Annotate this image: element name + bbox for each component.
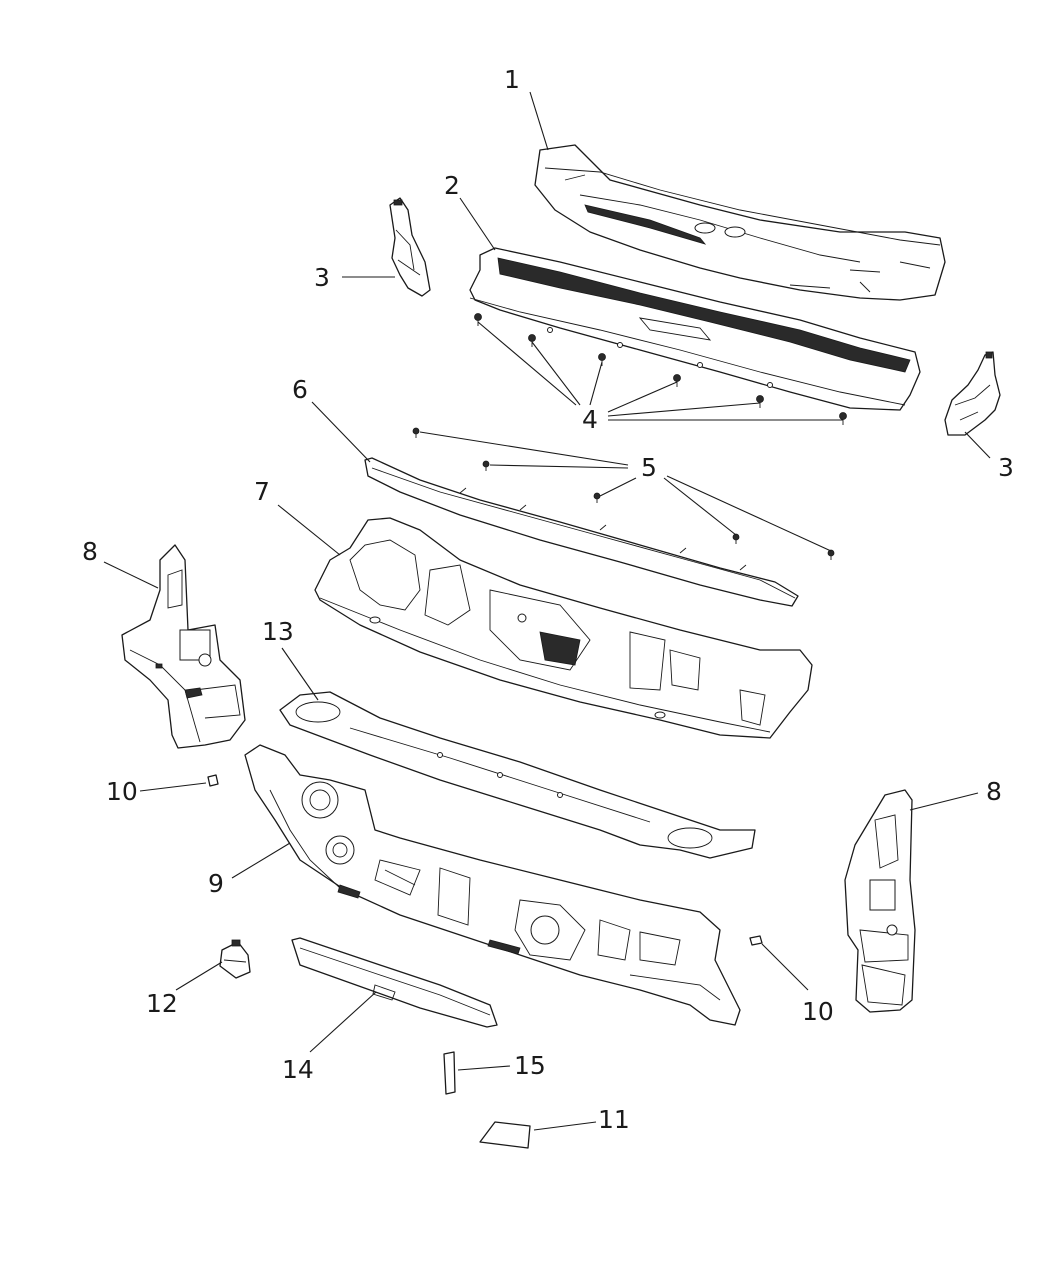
callout-13: 13 [262, 617, 294, 646]
leader-14 [309, 991, 377, 1053]
leader-15 [457, 1065, 511, 1071]
clip-4-e [756, 395, 764, 408]
callout-6: 6 [292, 375, 308, 404]
callout-9: 9 [208, 869, 224, 898]
screw-5-d [732, 533, 740, 544]
leader-10a [139, 782, 207, 792]
leader-4d [607, 381, 678, 413]
screw-5-e [827, 549, 835, 560]
leader-3b [964, 431, 991, 459]
part-14-lower-bracket[interactable] [291, 937, 498, 1028]
leader-9 [231, 842, 291, 879]
part-6-seal-strip[interactable] [364, 457, 799, 607]
leader-4c [589, 361, 603, 406]
leader-11 [533, 1121, 597, 1131]
leader-4a [477, 321, 577, 406]
screw-5-b [482, 460, 490, 471]
callout-5: 5 [641, 453, 657, 482]
leader-5e [666, 475, 832, 552]
callout-1: 1 [504, 65, 520, 94]
part-9-dash-panel[interactable] [244, 744, 741, 1026]
clip-4-b [528, 334, 536, 347]
leader-5b [489, 464, 629, 469]
part-8-right-reinforcement[interactable] [844, 789, 916, 1013]
leader-1 [529, 91, 549, 151]
leader-5d [663, 477, 737, 536]
part-3-right-bracket[interactable] [944, 351, 1001, 436]
part-8-left-reinforcement[interactable] [121, 544, 246, 749]
callout-15: 15 [514, 1051, 546, 1080]
part-5-screws[interactable] [412, 427, 835, 560]
callout-11: 11 [598, 1105, 630, 1134]
part-15-tab[interactable] [443, 1051, 456, 1095]
part-2-cowl-grille[interactable] [469, 247, 921, 411]
leader-6 [311, 401, 371, 463]
callout-2: 2 [444, 171, 460, 200]
leader-10b [761, 943, 809, 991]
part-10-right-plug[interactable] [749, 935, 763, 946]
leader-13 [281, 647, 319, 701]
leader-4e [607, 402, 761, 417]
clip-4-d [673, 374, 681, 387]
callout-8-left: 8 [82, 537, 98, 566]
part-10-left-plug[interactable] [207, 774, 219, 787]
clip-4-f [839, 412, 847, 425]
leader-4b [531, 341, 581, 406]
callout-10-left: 10 [106, 777, 138, 806]
screw-5-c [593, 492, 601, 503]
leader-8b [909, 792, 979, 811]
part-7-cowl-plenum[interactable] [314, 517, 813, 739]
callout-3-right: 3 [998, 453, 1014, 482]
callout-10-right: 10 [802, 997, 834, 1026]
callout-7: 7 [254, 477, 270, 506]
part-12-grommet[interactable] [219, 939, 251, 979]
callout-labels: 1 2 3 3 4 5 6 7 8 8 9 10 10 11 12 13 14 … [82, 65, 1014, 1134]
callout-3-left: 3 [314, 263, 330, 292]
leader-8a [103, 561, 159, 589]
callout-14: 14 [282, 1055, 314, 1084]
part-4-clips[interactable] [474, 313, 847, 426]
callout-4: 4 [582, 405, 598, 434]
part-13-dash-silencer[interactable] [279, 691, 756, 859]
callout-8-right: 8 [986, 777, 1002, 806]
leader-7 [277, 504, 341, 556]
leader-2 [459, 197, 496, 251]
part-1-cowl-top-panel[interactable] [534, 144, 946, 301]
leader-lines [103, 91, 991, 1131]
part-3-left-bracket[interactable] [389, 197, 431, 297]
callout-12: 12 [146, 989, 178, 1018]
clip-4-a [474, 313, 482, 326]
leader-5c [599, 477, 637, 497]
part-11-pad[interactable] [479, 1121, 531, 1149]
screw-5-a [412, 427, 420, 438]
leader-12 [175, 961, 223, 991]
leader-5a [419, 431, 629, 466]
clip-4-c [598, 353, 606, 366]
